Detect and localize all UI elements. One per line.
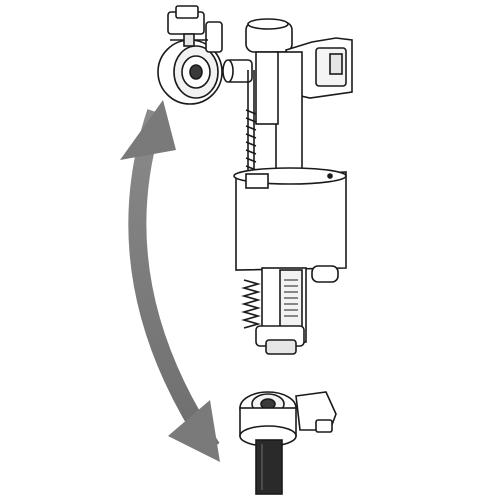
relocation-arrow	[120, 100, 220, 462]
fill-valve-body	[222, 18, 353, 355]
inlet-fitting-bottom	[239, 391, 337, 495]
inlet-fitting-top	[157, 5, 223, 105]
